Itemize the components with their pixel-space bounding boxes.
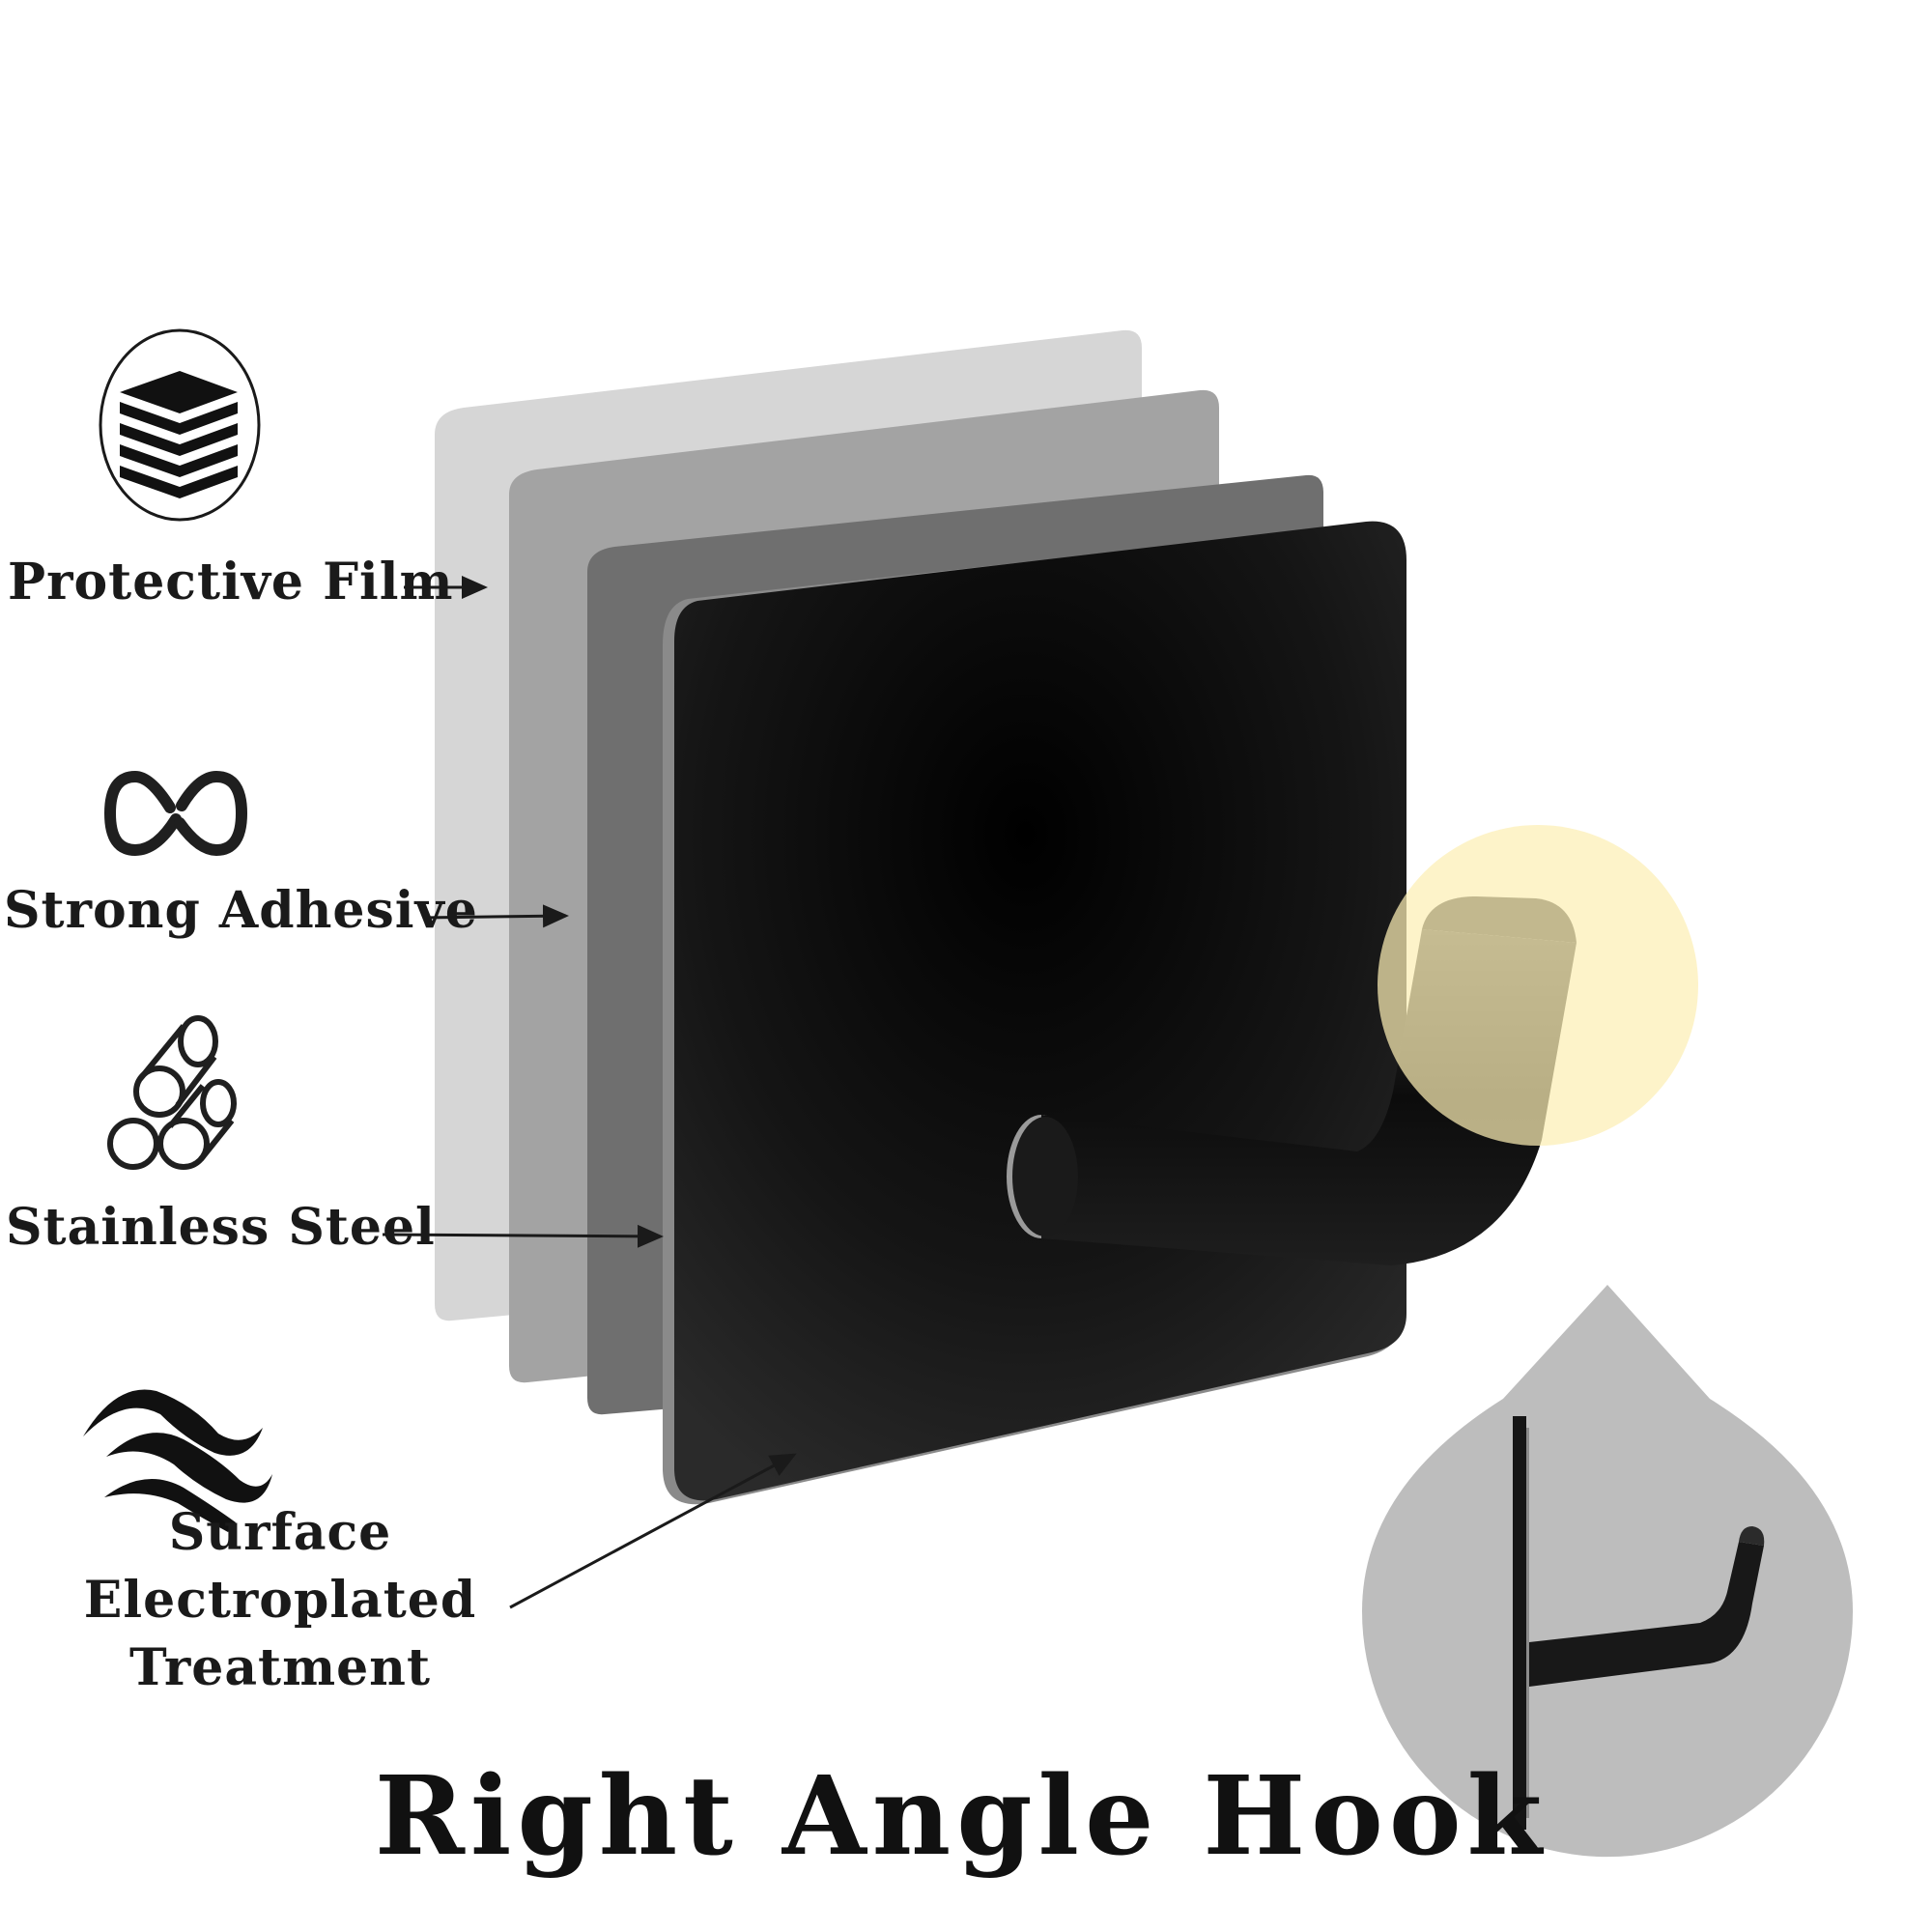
hook-tip-highlight — [1378, 825, 1698, 1146]
infinity-link-icon — [103, 770, 248, 857]
feature-label-strong-adhesive: Strong Adhesive — [4, 881, 478, 940]
product-title: Right Angle Hook — [374, 1753, 1548, 1880]
side-view-callout — [1362, 1285, 1854, 1858]
feature-label-surface-line2: Treatment — [128, 1638, 432, 1697]
feature-label-surface-treatment: Surface Electroplated Treatment — [0, 1499, 560, 1702]
leader-line-adhesive — [422, 904, 569, 928]
leader-line-surface — [509, 1453, 797, 1609]
hook-plate — [674, 521, 1406, 1501]
waves-icon — [83, 1389, 272, 1532]
feature-label-stainless-steel: Stainless Steel — [6, 1198, 436, 1257]
feature-label-surface-line1: Surface Electroplated — [83, 1503, 477, 1630]
feature-label-protective-film: Protective Film — [8, 553, 454, 611]
leader-line-steel — [382, 1224, 664, 1248]
steel-rods-icon — [107, 1015, 237, 1170]
layers-stack-icon — [99, 328, 261, 522]
